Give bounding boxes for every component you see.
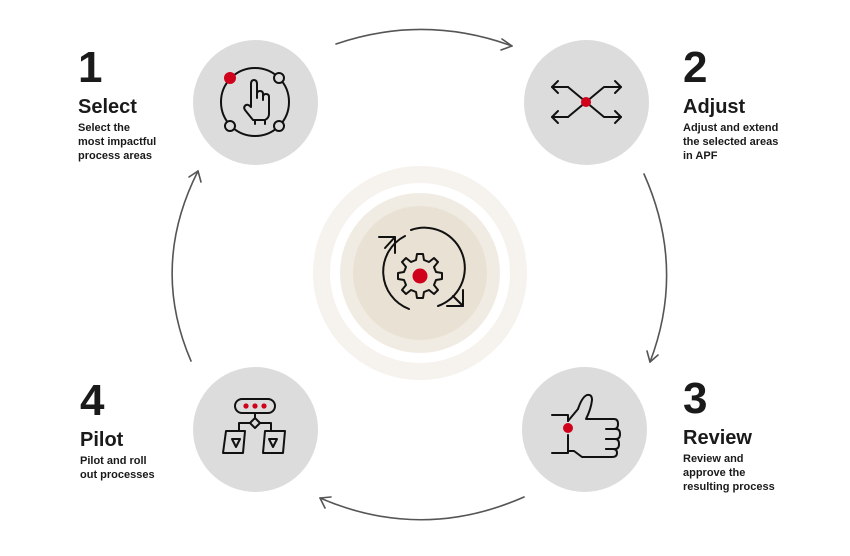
step-title: Pilot: [80, 429, 124, 451]
step-description: Select the most impactful process areas: [78, 121, 208, 163]
description-line: approve the: [683, 467, 746, 479]
step-4-circle: [193, 367, 318, 492]
arrow-1-to-2-icon: [335, 28, 513, 51]
step-number: 4: [80, 376, 104, 425]
step-number: 3: [683, 374, 707, 423]
description-line: Select the: [78, 122, 130, 134]
step-2-text: 2 Adjust Adjust and extend the selected …: [683, 43, 823, 163]
step-number: 1: [78, 43, 102, 92]
flowchart-icon: [222, 398, 286, 454]
thumbs-up-icon: [551, 393, 621, 458]
step-title: Select: [78, 96, 137, 118]
step-1-text: 1 Select Select the most impactful proce…: [78, 43, 218, 163]
step-3-circle: [522, 367, 647, 492]
step-description: Adjust and extend the selected areas in …: [683, 121, 813, 163]
description-line: most impactful: [78, 136, 157, 148]
description-line: process areas: [78, 150, 152, 162]
description-line: out processes: [80, 469, 155, 481]
description-line: Adjust and extend: [683, 122, 779, 134]
step-title: Adjust: [683, 96, 746, 118]
description-line: the selected areas: [683, 136, 779, 148]
step-number: 2: [683, 43, 707, 92]
step-description: Review and approve the resulting process: [683, 452, 813, 494]
description-line: in APF: [683, 150, 718, 162]
gear-cycle-icon: [378, 226, 466, 310]
description-line: Pilot and roll: [80, 455, 147, 467]
step-title: Review: [683, 427, 752, 449]
step-2-circle: [524, 40, 649, 165]
step-3-text: 3 Review Review and approve the resultin…: [683, 374, 823, 494]
arrow-2-to-3-icon: [643, 173, 668, 363]
step-1-circle: [193, 40, 318, 165]
expand-arrows-icon: [551, 80, 622, 124]
description-line: Review and: [683, 453, 744, 465]
step-4-text: 4 Pilot Pilot and roll out processes: [80, 376, 220, 482]
hand-pointer-select-icon: [220, 67, 290, 137]
arrow-3-to-4-icon: [319, 496, 525, 521]
step-description: Pilot and roll out processes: [80, 454, 210, 482]
description-line: resulting process: [683, 481, 775, 493]
arrow-4-to-1-icon: [171, 170, 202, 362]
